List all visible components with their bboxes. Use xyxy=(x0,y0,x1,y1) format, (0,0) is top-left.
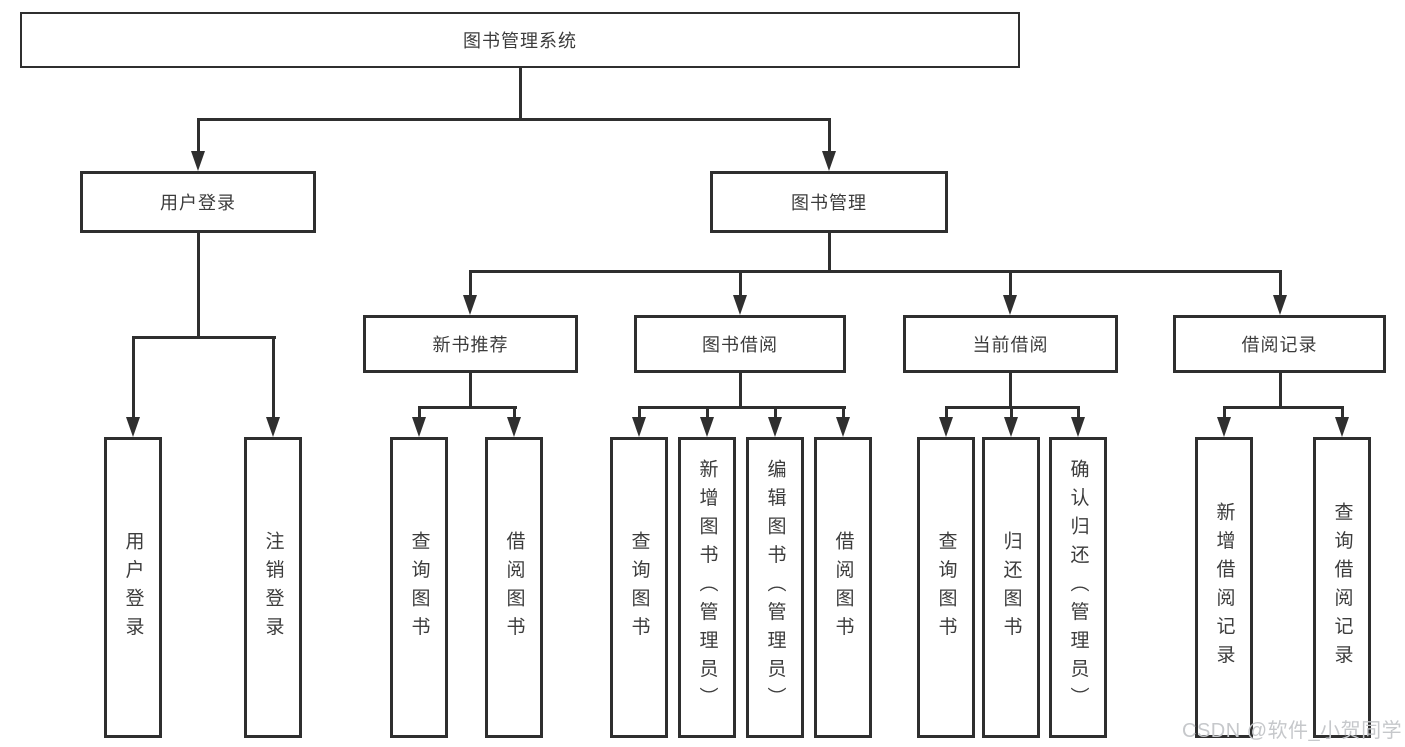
arrowhead-down-icon xyxy=(126,417,140,437)
connector-vline xyxy=(1341,406,1344,419)
node-library-system-label: 图书管理系统 xyxy=(463,31,577,51)
leaf-query-books-3: 查询图书 xyxy=(917,437,975,738)
arrowhead-down-icon xyxy=(632,417,646,437)
node-user-login-label: 用户登录 xyxy=(160,193,236,213)
node-borrow-records-label: 借阅记录 xyxy=(1241,335,1318,355)
connector-vline xyxy=(774,406,777,419)
leaf-return-book: 归还图书 xyxy=(982,437,1040,738)
connector-vline xyxy=(1223,406,1226,419)
arrowhead-down-icon xyxy=(191,151,205,171)
leaf-query-books-2: 查询图书 xyxy=(610,437,668,738)
connector-vline xyxy=(197,118,200,153)
connector-vline xyxy=(1279,270,1282,297)
node-book-management: 图书管理 xyxy=(710,171,948,233)
node-new-book-recommend-label: 新书推荐 xyxy=(432,335,509,355)
leaf-logout-login: 注销登录 xyxy=(244,437,302,738)
connector-vline xyxy=(272,336,275,418)
leaf-query-borrow-record: 查询借阅记录 xyxy=(1313,437,1371,738)
arrowhead-down-icon xyxy=(507,417,521,437)
connector-vline xyxy=(945,406,948,419)
connector-vline xyxy=(519,68,522,120)
arrowhead-down-icon xyxy=(700,417,714,437)
connector-vline xyxy=(513,406,516,419)
leaf-borrow-books-2-label: 借阅图书 xyxy=(832,530,854,645)
arrowhead-down-icon xyxy=(463,295,477,315)
leaf-confirm-return-admin-label: 确认归还（管理员） xyxy=(1067,459,1089,716)
leaf-confirm-return-admin: 确认归还（管理员） xyxy=(1049,437,1107,738)
csdn-watermark: CSDN @软件_小贺同学 xyxy=(1182,720,1403,742)
leaf-query-books-3-label: 查询图书 xyxy=(935,530,957,645)
connector-vline xyxy=(1009,270,1012,297)
connector-vline xyxy=(469,270,472,297)
connector-vline xyxy=(828,118,831,153)
arrowhead-down-icon xyxy=(836,417,850,437)
connector-vline xyxy=(706,406,709,419)
arrowhead-down-icon xyxy=(1003,295,1017,315)
arrowhead-down-icon xyxy=(1004,417,1018,437)
arrowhead-down-icon xyxy=(939,417,953,437)
leaf-query-books-1-label: 查询图书 xyxy=(408,530,430,645)
leaf-add-borrow-record: 新增借阅记录 xyxy=(1195,437,1253,738)
connector-vline xyxy=(1279,373,1282,409)
node-library-system: 图书管理系统 xyxy=(20,12,1020,68)
leaf-query-books-1: 查询图书 xyxy=(390,437,448,738)
connector-vline xyxy=(418,406,421,419)
leaf-add-borrow-record-label: 新增借阅记录 xyxy=(1213,502,1235,673)
leaf-user-login-label: 用户登录 xyxy=(122,530,144,645)
connector-hline xyxy=(1223,406,1344,409)
connector-hline xyxy=(418,406,517,409)
connector-vline xyxy=(739,373,742,409)
connector-hline xyxy=(469,270,1282,273)
connector-vline xyxy=(469,373,472,409)
leaf-add-book-admin: 新增图书（管理员） xyxy=(678,437,736,738)
arrowhead-down-icon xyxy=(733,295,747,315)
node-borrow-records: 借阅记录 xyxy=(1173,315,1386,373)
arrowhead-down-icon xyxy=(1217,417,1231,437)
connector-hline xyxy=(638,406,846,409)
leaf-query-borrow-record-label: 查询借阅记录 xyxy=(1331,502,1353,673)
arrowhead-down-icon xyxy=(1335,417,1349,437)
node-new-book-recommend: 新书推荐 xyxy=(363,315,578,373)
arrowhead-down-icon xyxy=(412,417,426,437)
leaf-borrow-books-1-label: 借阅图书 xyxy=(503,530,525,645)
node-book-borrow-label: 图书借阅 xyxy=(702,335,778,355)
arrowhead-down-icon xyxy=(266,417,280,437)
leaf-add-book-admin-label: 新增图书（管理员） xyxy=(696,459,718,716)
leaf-return-book-label: 归还图书 xyxy=(1000,530,1022,645)
connector-vline xyxy=(197,233,200,338)
arrowhead-down-icon xyxy=(822,151,836,171)
node-user-login: 用户登录 xyxy=(80,171,316,233)
arrowhead-down-icon xyxy=(768,417,782,437)
leaf-logout-login-label: 注销登录 xyxy=(262,530,284,645)
leaf-edit-book-admin: 编辑图书（管理员） xyxy=(746,437,804,738)
connector-vline xyxy=(1077,406,1080,419)
connector-vline xyxy=(1009,373,1012,409)
connector-hline xyxy=(197,118,831,121)
connector-vline xyxy=(842,406,845,419)
connector-vline xyxy=(638,406,641,419)
node-current-borrow-label: 当前借阅 xyxy=(972,335,1049,355)
connector-vline xyxy=(132,336,135,418)
leaf-borrow-books-2: 借阅图书 xyxy=(814,437,872,738)
connector-vline xyxy=(828,233,831,272)
arrowhead-down-icon xyxy=(1273,295,1287,315)
connector-vline xyxy=(739,270,742,297)
node-book-borrow: 图书借阅 xyxy=(634,315,846,373)
connector-hline xyxy=(132,336,276,339)
leaf-edit-book-admin-label: 编辑图书（管理员） xyxy=(764,459,786,716)
node-book-management-label: 图书管理 xyxy=(791,193,867,213)
arrowhead-down-icon xyxy=(1071,417,1085,437)
node-current-borrow: 当前借阅 xyxy=(903,315,1118,373)
leaf-borrow-books-1: 借阅图书 xyxy=(485,437,543,738)
leaf-query-books-2-label: 查询图书 xyxy=(628,530,650,645)
leaf-user-login: 用户登录 xyxy=(104,437,162,738)
connector-vline xyxy=(1010,406,1013,419)
